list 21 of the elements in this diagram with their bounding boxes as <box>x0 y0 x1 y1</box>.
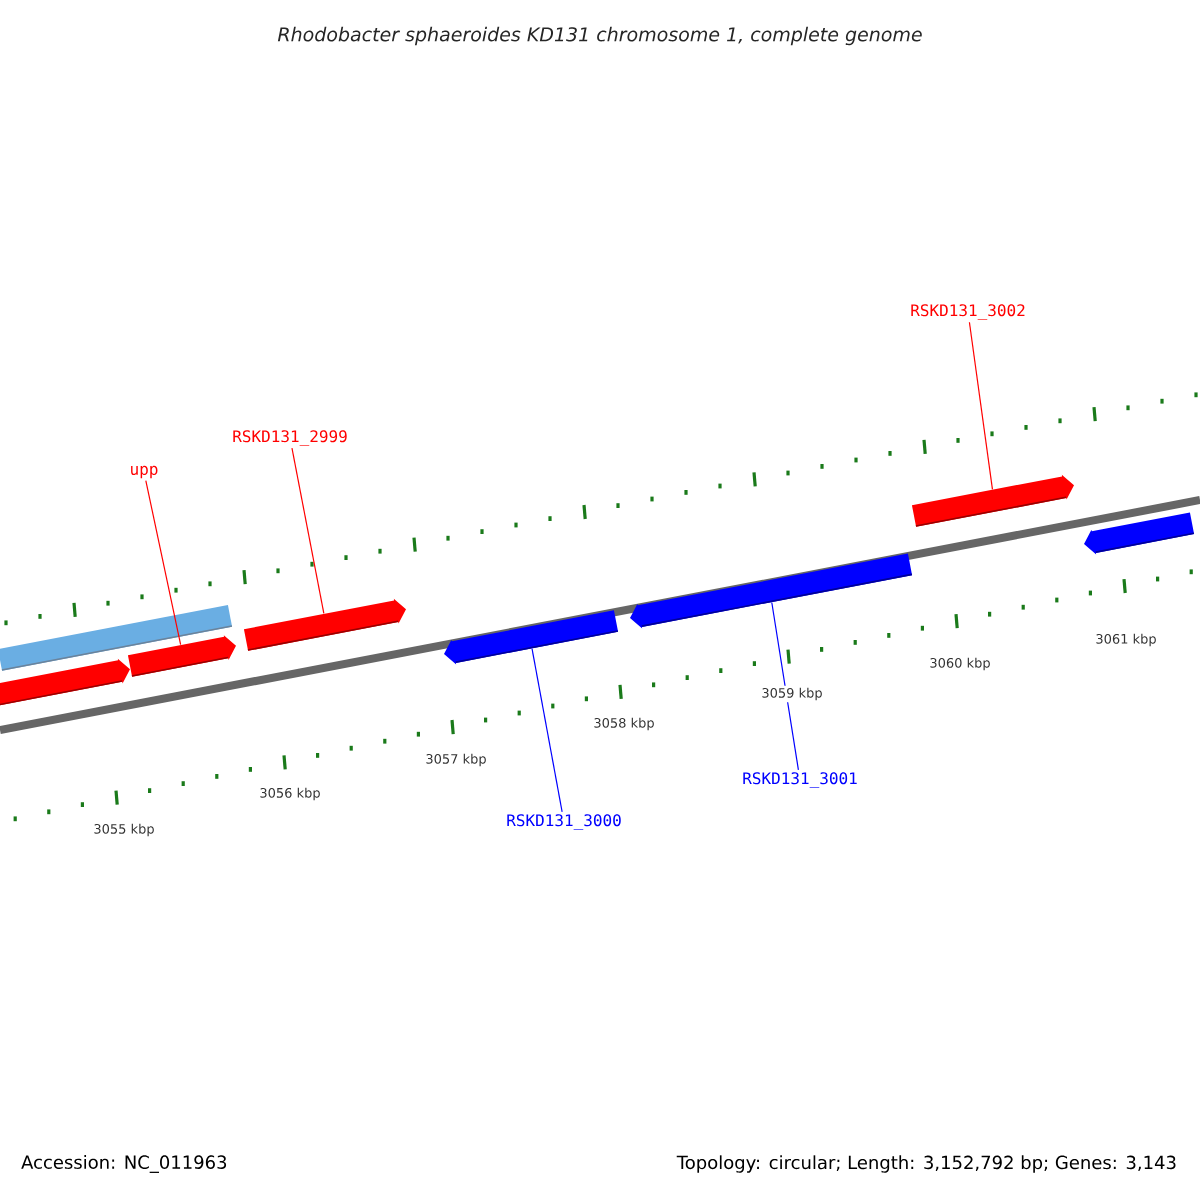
leader-line <box>145 479 182 646</box>
gene-label: RSKD131_2999 <box>233 430 347 446</box>
gene-label: RSKD131_3001 <box>743 772 857 788</box>
gene-feature <box>0 658 130 707</box>
gene-label: RSKD131_3002 <box>911 304 1025 320</box>
gene-feature <box>911 474 1074 527</box>
leader-line <box>531 648 563 813</box>
gene-feature <box>0 605 233 671</box>
gene-feature <box>127 635 236 677</box>
gene-feature <box>630 553 913 629</box>
gene-feature <box>243 598 406 651</box>
title: Rhodobacter sphaeroides KD131 chromosome 1, complete genome <box>277 26 922 46</box>
leader-line <box>968 321 994 490</box>
leader-line <box>291 447 325 614</box>
gene-label: upp <box>131 465 158 479</box>
accession-text: Accession: NC_011963 <box>21 1155 227 1173</box>
gene-label: RSKD131_3000 <box>507 814 621 830</box>
gene-feature <box>444 610 619 665</box>
genome-info-text: Topology: circular; Length: 3,152,792 bp; Genes: 3,143 <box>676 1155 1176 1173</box>
leader-line <box>771 601 799 771</box>
gene-feature <box>1084 512 1195 555</box>
